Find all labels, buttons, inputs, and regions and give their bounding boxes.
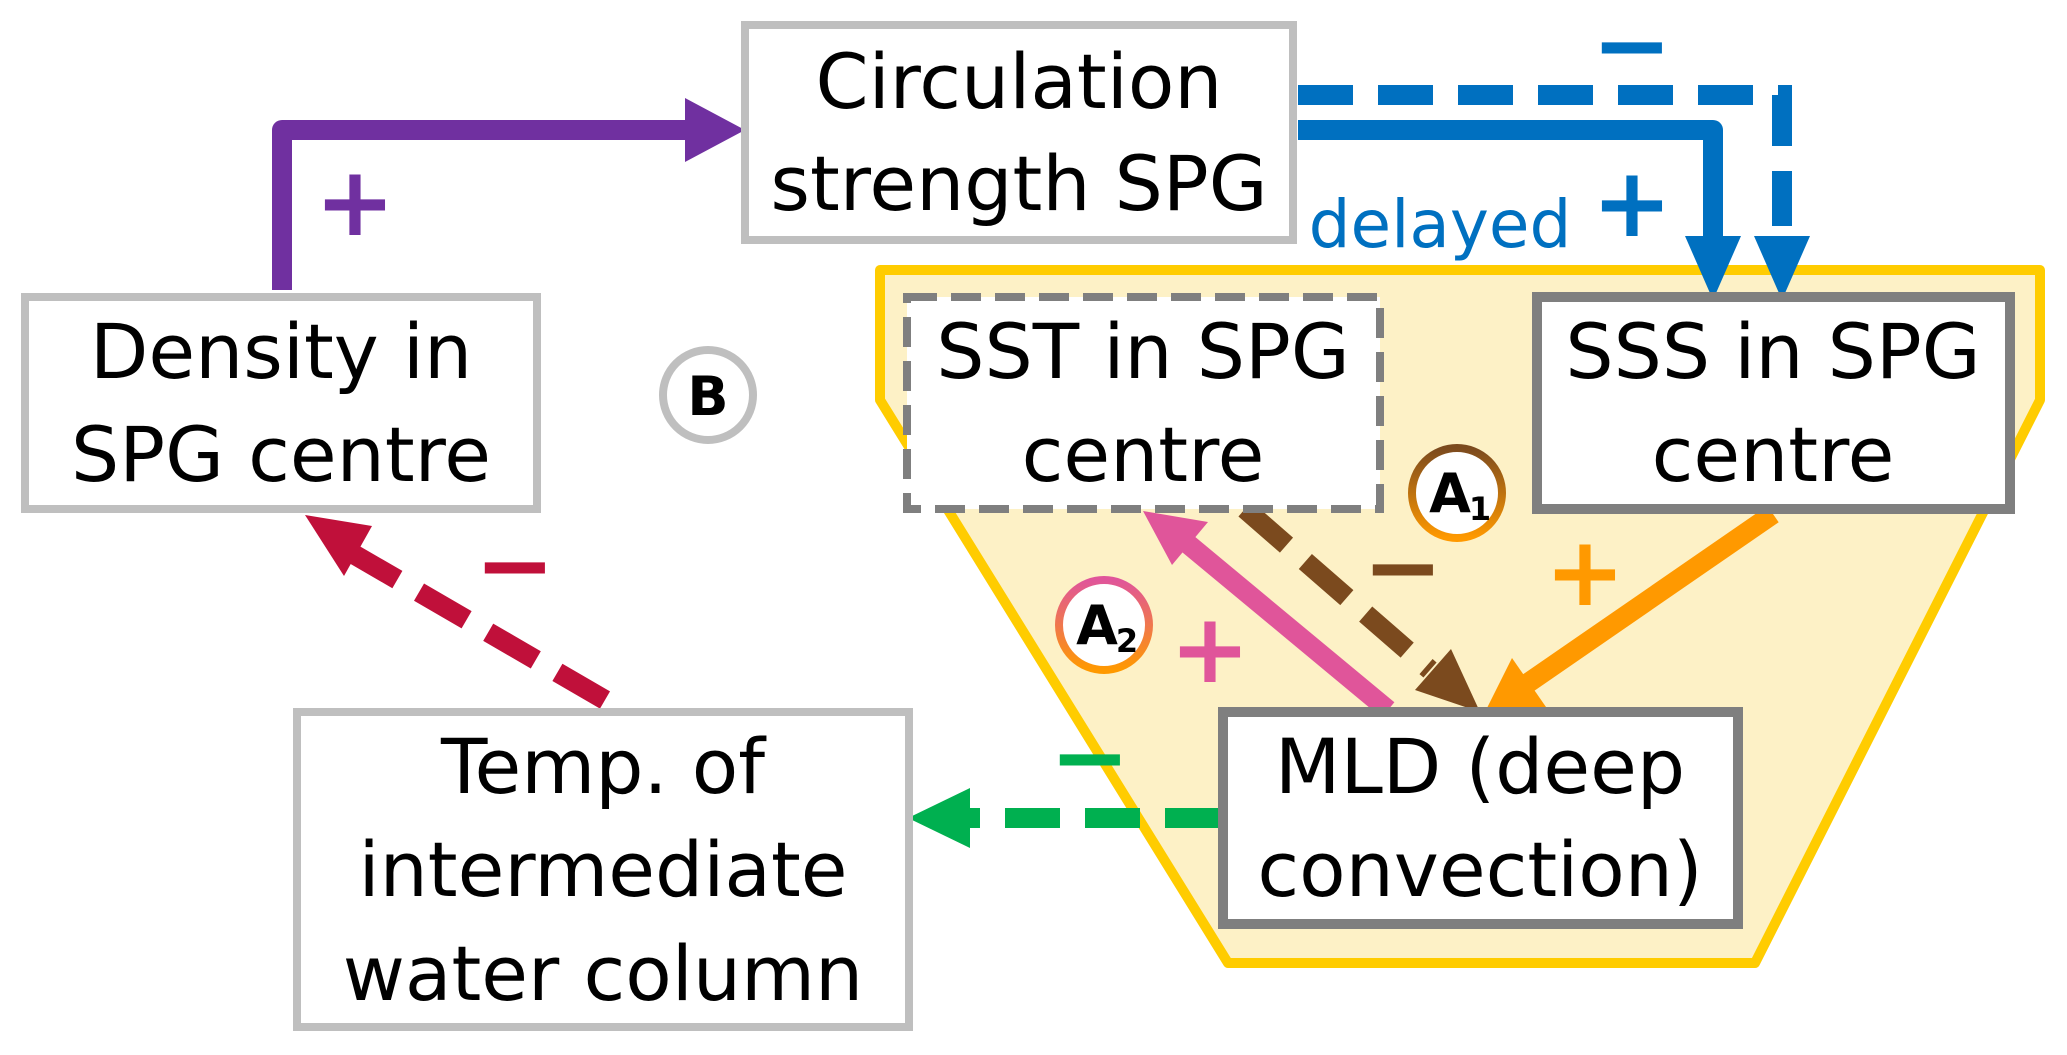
sign-mld-to-temp: − [1050,701,1130,813]
node-density: Density in SPG centre [21,293,541,513]
delayed-label: delayed [1309,186,1572,263]
sign-circulation-to-sss-dashed: − [1592,0,1672,101]
arrow-mld-to-sst [1143,511,1395,718]
sign-mld-to-sst: + [1170,593,1250,705]
loop-a1-subscript: 1 [1469,490,1491,528]
sss-line2: centre [1652,410,1895,499]
circulation-line2: strength SPG [770,139,1267,228]
arrow-circulation-to-sss-delayed [1298,120,1741,300]
arrow-density-to-circulation [272,98,745,290]
loop-a2-subscript: 2 [1116,622,1138,660]
temp-line3: water column [343,929,863,1018]
arrow-circulation-to-sss-dashed [1298,85,1810,300]
node-circulation: Circulation strength SPG [741,21,1297,244]
node-sss: SSS in SPG centre [1532,292,2015,514]
sign-density-to-circulation: + [315,146,395,258]
sst-line1: SST in SPG [936,307,1349,396]
sign-temp-to-density: − [475,509,555,621]
node-mld: MLD (deep convection) [1218,707,1743,929]
node-sst: SST in SPG centre [903,293,1384,513]
temp-line1: Temp. of [440,722,767,811]
mld-line1: MLD (deep [1275,722,1685,811]
loop-badge-b: B [659,346,757,444]
loop-a2-label: A [1076,594,1118,657]
mld-line2: convection) [1257,825,1702,914]
loop-b-label: B [687,365,728,428]
node-temp: Temp. of intermediate water column [293,708,913,1031]
sst-line2: centre [1022,410,1265,499]
sss-line1: SSS in SPG [1565,307,1980,396]
arrow-mld-to-temp [908,788,1220,848]
arrow-sst-to-mld [1238,501,1480,712]
sign-circulation-to-sss-delayed: + [1592,147,1672,259]
loop-a1-label: A [1429,462,1471,525]
density-line1: Density in [90,307,472,396]
circulation-line1: Circulation [816,37,1223,126]
arrow-sss-to-mld [1485,505,1779,712]
arrow-temp-to-density [305,515,611,709]
loop-badge-a2: A 2 [1055,576,1153,674]
density-line2: SPG centre [71,410,491,499]
loop-badge-a1: A 1 [1408,444,1506,542]
temp-line2: intermediate [358,825,847,914]
sign-sss-to-mld: + [1545,516,1625,628]
